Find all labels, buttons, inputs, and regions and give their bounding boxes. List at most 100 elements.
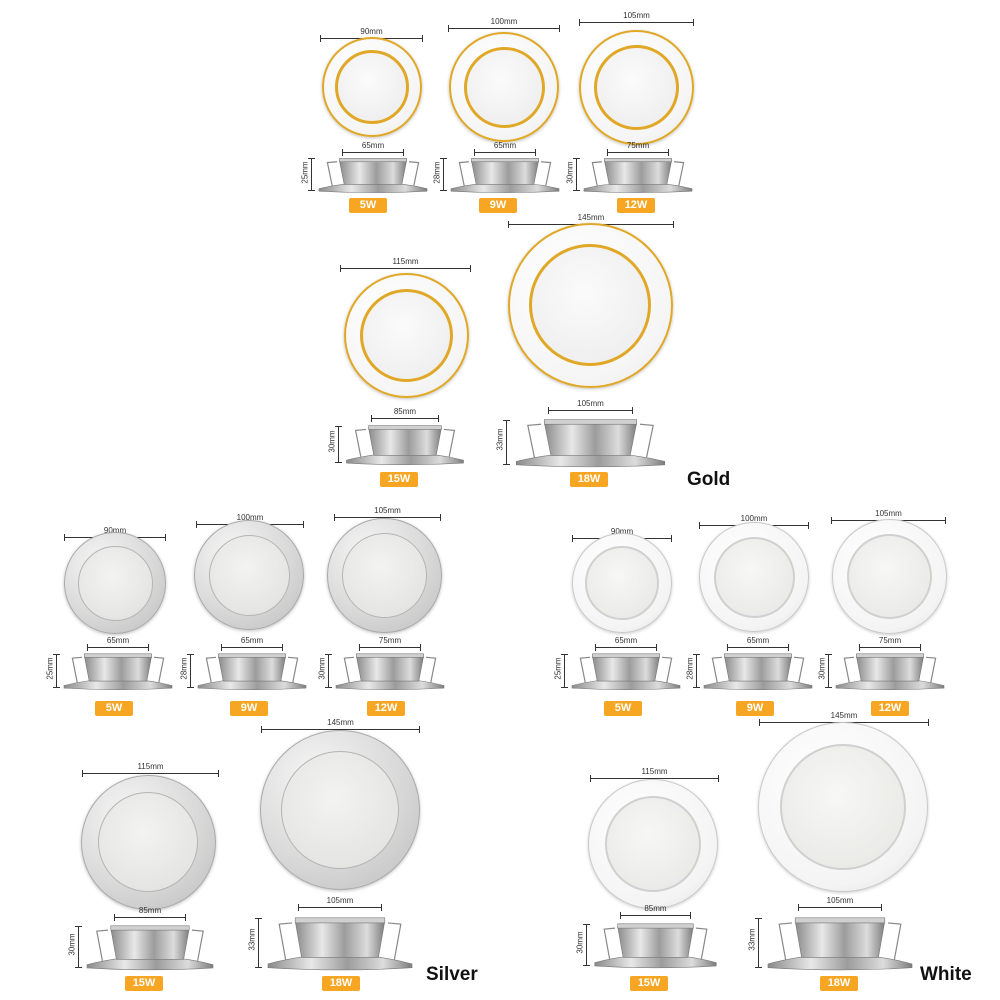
- downlight-side-view: [583, 158, 693, 193]
- depth-dimension-line: [503, 419, 510, 466]
- depth-dimension-text: 30mm: [317, 657, 327, 680]
- depth-dimension-text: 28mm: [179, 657, 189, 680]
- cutout-dimension-text: 65mm: [240, 636, 264, 645]
- depth-dimension-text: 30mm: [327, 430, 337, 454]
- cutout-dimension-text: 105mm: [577, 399, 604, 408]
- downlight-diffuser: [335, 50, 409, 124]
- width-dimension-text: 115mm: [641, 767, 668, 776]
- downlight-side-view: [594, 923, 717, 969]
- cutout-dimension-line: [594, 644, 658, 651]
- depth-dimension-line: [75, 925, 82, 969]
- cutout-dimension-text: 105mm: [826, 896, 854, 905]
- width-dimension-line: [448, 25, 560, 32]
- downlight-diffuser: [713, 536, 795, 618]
- width-dimension-text: 105mm: [374, 506, 401, 515]
- cutout-dimension-text: 75mm: [378, 636, 402, 645]
- cutout-dimension-line: [371, 415, 439, 422]
- downlight-diffuser: [98, 792, 198, 892]
- power-badge: 12W: [871, 701, 909, 716]
- depth-dimension-text: 33mm: [247, 928, 257, 951]
- width-dimension-text: 90mm: [610, 527, 634, 536]
- depth-dimension-text: 30mm: [575, 931, 585, 954]
- width-dimension-text: 100mm: [236, 513, 264, 522]
- power-badge: 12W: [617, 198, 655, 213]
- downlight-diffuser: [463, 46, 545, 128]
- power-badge: 5W: [349, 198, 387, 213]
- cutout-dimension-line: [798, 904, 882, 911]
- power-badge: 15W: [630, 976, 668, 991]
- downlight-diffuser: [341, 532, 427, 618]
- cutout-dimension-line: [726, 644, 790, 651]
- cutout-dimension-text: 65mm: [361, 141, 385, 150]
- cutout-dimension-text: 85mm: [393, 407, 417, 416]
- cutout-dimension-text: 105mm: [326, 896, 354, 905]
- width-dimension-line: [579, 19, 694, 26]
- white-label: White: [920, 964, 972, 985]
- cutout-dimension-line: [547, 407, 634, 414]
- downlight-side-view: [767, 917, 913, 971]
- power-badge: 15W: [125, 976, 163, 991]
- depth-dimension-line: [583, 923, 590, 967]
- width-dimension-line: [340, 265, 471, 272]
- depth-dimension-text: 30mm: [565, 161, 575, 184]
- downlight-side-view: [63, 653, 173, 690]
- downlight-side-view: [197, 653, 307, 690]
- depth-dimension-line: [693, 653, 700, 689]
- power-badge: 5W: [604, 701, 642, 716]
- silver-label: Silver: [426, 964, 478, 985]
- cutout-dimension-line: [113, 914, 187, 921]
- downlight-side-view: [335, 653, 445, 690]
- depth-dimension-text: 25mm: [300, 161, 310, 184]
- width-dimension-text: 115mm: [137, 762, 164, 771]
- depth-dimension-line: [573, 158, 580, 192]
- downlight-side-view: [86, 925, 214, 971]
- width-dimension-line: [261, 726, 420, 733]
- depth-dimension-line: [325, 653, 332, 689]
- downlight-diffuser: [208, 534, 290, 616]
- width-dimension-text: 145mm: [830, 711, 858, 720]
- cutout-dimension-text: 65mm: [614, 636, 638, 645]
- power-badge: 15W: [380, 472, 418, 487]
- depth-dimension-line: [255, 917, 262, 968]
- power-badge: 12W: [367, 701, 405, 716]
- width-dimension-line: [590, 775, 719, 782]
- depth-dimension-line: [53, 653, 60, 689]
- downlight-diffuser: [281, 751, 399, 869]
- cutout-dimension-line: [858, 644, 922, 651]
- cutout-dimension-line: [473, 149, 537, 156]
- cutout-dimension-line: [358, 644, 422, 651]
- downlight-side-view: [318, 158, 428, 193]
- cutout-dimension-text: 65mm: [746, 636, 770, 645]
- cutout-dimension-text: 85mm: [138, 906, 162, 915]
- width-dimension-text: 90mm: [103, 526, 127, 535]
- downlight-side-view: [267, 917, 413, 971]
- depth-dimension-text: 30mm: [67, 933, 77, 956]
- depth-dimension-line: [335, 425, 342, 464]
- downlight-side-view: [450, 158, 560, 193]
- cutout-dimension-line: [341, 149, 405, 156]
- downlight-diffuser: [359, 288, 453, 382]
- cutout-dimension-line: [86, 644, 150, 651]
- depth-dimension-line: [825, 653, 832, 689]
- depth-dimension-text: 33mm: [495, 428, 505, 451]
- cutout-dimension-text: 75mm: [626, 141, 650, 150]
- depth-dimension-text: 33mm: [747, 928, 757, 951]
- width-dimension-text: 145mm: [327, 718, 354, 727]
- power-badge: 9W: [736, 701, 774, 716]
- depth-dimension-text: 25mm: [45, 657, 55, 680]
- depth-dimension-line: [187, 653, 194, 689]
- power-badge: 9W: [230, 701, 268, 716]
- downlight-diffuser: [77, 545, 153, 621]
- downlight-diffuser: [605, 796, 701, 892]
- depth-dimension-line: [755, 917, 762, 968]
- cutout-dimension-line: [606, 149, 670, 156]
- cutout-dimension-line: [220, 644, 284, 651]
- depth-dimension-text: 28mm: [432, 161, 442, 184]
- depth-dimension-text: 25mm: [553, 657, 563, 680]
- downlight-side-view: [571, 653, 681, 690]
- downlight-side-view: [346, 425, 464, 466]
- power-badge: 5W: [95, 701, 133, 716]
- width-dimension-text: 90mm: [360, 27, 383, 36]
- width-dimension-text: 105mm: [875, 509, 902, 518]
- downlight-side-view: [835, 653, 945, 690]
